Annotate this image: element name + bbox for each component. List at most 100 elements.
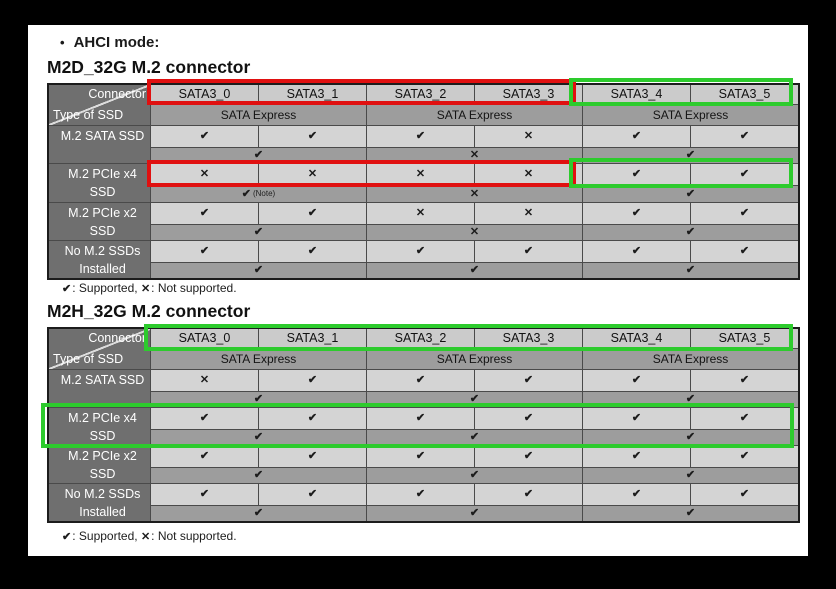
sata-express-band: SATA Express <box>150 348 367 370</box>
supported-check-icon: ✔ <box>690 125 800 148</box>
table-heading-m2h: M2H_32G M.2 connector <box>47 301 251 321</box>
row-label-line: SSD <box>89 185 116 199</box>
supported-check-icon: ✔ <box>474 445 583 468</box>
supported-check-icon: ✔ <box>685 187 696 200</box>
col-header-sata3_1: SATA3_1 <box>258 83 367 105</box>
not-supported-x-icon: ✕ <box>366 163 475 186</box>
pair-cell: ✔ <box>150 391 367 408</box>
supported-check-icon: ✔ <box>253 226 264 238</box>
pair-cell: ✔ <box>366 262 583 280</box>
row-label-line: M.2 PCIe x2 <box>68 449 137 463</box>
legend-m2d: ✔: Supported, ✕: Not supported. <box>62 281 237 295</box>
pair-cell: ✔ <box>582 224 800 241</box>
pair-cell: ✕ <box>366 147 583 164</box>
supported-check-icon: ✔ <box>582 125 691 148</box>
sata-express-band: SATA Express <box>366 104 583 126</box>
supported-check-icon: ✔ <box>582 240 691 263</box>
not-supported-x-icon: ✕ <box>150 369 259 392</box>
supported-check-icon: ✔ <box>582 483 691 506</box>
corner-type-of-ssd-label: Type of SSD <box>53 352 124 366</box>
not-supported-x-icon: ✕ <box>366 202 475 225</box>
not-supported-x-icon: ✕ <box>469 149 480 161</box>
supported-check-icon: ✔ <box>366 483 475 506</box>
supported-check-icon: ✔ <box>469 507 480 519</box>
supported-check-icon: ✔ <box>582 407 691 430</box>
supported-check-icon: ✔ <box>366 445 475 468</box>
supported-check-icon: ✔ <box>474 369 583 392</box>
col-header-sata3_3: SATA3_3 <box>474 327 583 349</box>
pair-cell: ✕ <box>366 224 583 241</box>
col-header-sata3_1: SATA3_1 <box>258 327 367 349</box>
supported-check-icon: ✔ <box>582 202 691 225</box>
pair-cell: ✔ <box>150 429 367 446</box>
supported-check-icon: ✔ <box>474 240 583 263</box>
sata-express-band: SATA Express <box>582 348 800 370</box>
supported-check-icon: ✔ <box>469 393 480 405</box>
supported-check-icon: ✔ <box>582 445 691 468</box>
col-header-sata3_4: SATA3_4 <box>582 327 691 349</box>
col-header-sata3_5: SATA3_5 <box>690 83 800 105</box>
row-label-line: SSD <box>89 429 116 443</box>
row-label: M.2 SATA SSD <box>47 369 151 408</box>
pair-cell: ✔(Note) <box>150 185 367 203</box>
supported-check-icon: ✔ <box>685 431 696 443</box>
supported-check-icon: ✔ <box>685 393 696 405</box>
pair-cell: ✔ <box>582 185 800 203</box>
supported-check-icon: ✔ <box>690 445 800 468</box>
row-label-line: Installed <box>79 262 126 276</box>
row-label-line: M.2 PCIe x4 <box>68 167 137 181</box>
not-supported-x-icon: ✕ <box>150 163 259 186</box>
row-label-line: No M.2 SSDs <box>64 487 141 501</box>
supported-check-icon: ✔ <box>469 264 480 276</box>
supported-check-icon: ✔ <box>253 469 264 481</box>
supported-check-icon: ✔ <box>690 240 800 263</box>
corner-connector-label: Connector <box>88 331 146 345</box>
supported-check-icon: ✔ <box>253 149 264 161</box>
col-header-sata3_5: SATA3_5 <box>690 327 800 349</box>
supported-check-icon: ✔ <box>685 469 696 481</box>
not-supported-x-icon: ✕ <box>140 531 151 543</box>
sata-express-band: SATA Express <box>582 104 800 126</box>
pair-cell: ✔ <box>150 505 367 523</box>
supported-check-icon: ✔ <box>258 202 367 225</box>
legend-not-supported-text: : Not supported. <box>151 529 237 543</box>
supported-check-icon: ✔ <box>150 240 259 263</box>
supported-check-icon: ✔ <box>258 240 367 263</box>
supported-check-icon: ✔ <box>474 407 583 430</box>
pair-cell: ✔ <box>582 391 800 408</box>
sata-express-band: SATA Express <box>150 104 367 126</box>
row-label-line: M.2 SATA SSD <box>60 373 145 387</box>
manual-page: •AHCI mode: M2D_32G M.2 connector Connec… <box>28 25 808 556</box>
supported-check-icon: ✔ <box>685 264 696 276</box>
pair-cell: ✔ <box>582 505 800 523</box>
supported-check-icon: ✔ <box>258 407 367 430</box>
not-supported-x-icon: ✕ <box>474 202 583 225</box>
supported-check-icon: ✔ <box>258 125 367 148</box>
pair-cell: ✔ <box>582 262 800 280</box>
row-label-line: M.2 SATA SSD <box>60 129 145 143</box>
col-header-sata3_2: SATA3_2 <box>366 83 475 105</box>
supported-check-icon: ✔ <box>150 202 259 225</box>
supported-check-icon: ✔ <box>690 163 800 186</box>
supported-check-icon: ✔ <box>469 431 480 443</box>
supported-check-icon: ✔ <box>253 431 264 443</box>
supported-check-icon: ✔ <box>150 407 259 430</box>
row-label-line: M.2 PCIe x2 <box>68 206 137 220</box>
row-label: M.2 PCIe x4 SSD <box>47 163 151 203</box>
supported-check-icon: ✔ <box>469 469 480 481</box>
col-header-sata3_4: SATA3_4 <box>582 83 691 105</box>
supported-check-icon: ✔ <box>241 188 251 200</box>
pair-cell: ✔ <box>366 391 583 408</box>
supported-check-icon: ✔ <box>62 283 72 295</box>
supported-check-icon: ✔ <box>150 445 259 468</box>
supported-check-icon: ✔ <box>366 240 475 263</box>
supported-check-icon: ✔ <box>258 369 367 392</box>
